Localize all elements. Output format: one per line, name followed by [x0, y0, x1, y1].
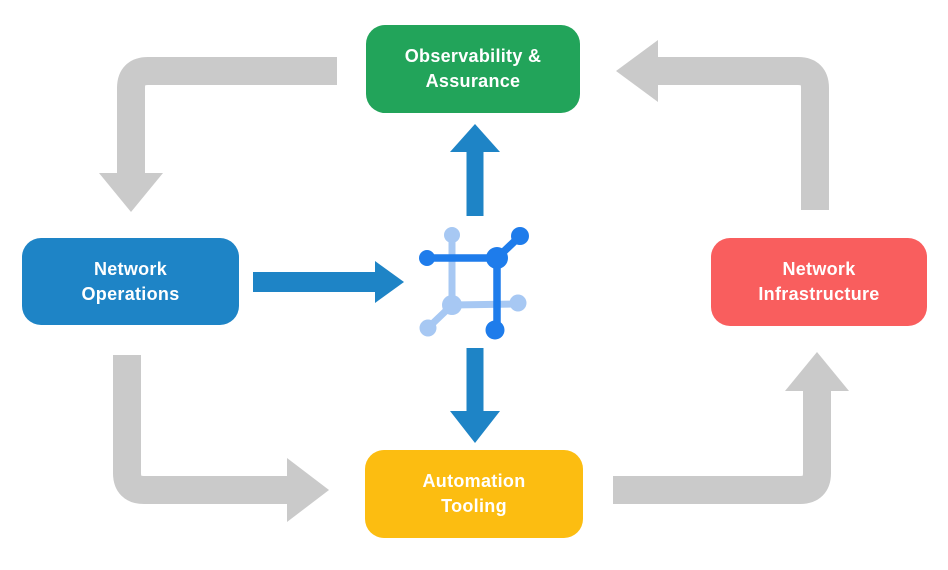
node-label-line: Operations: [81, 283, 180, 304]
node-observability-assurance: Observability & Assurance: [366, 25, 580, 113]
node-label-line: Tooling: [441, 496, 507, 516]
arrow-hub-to-automation: [450, 348, 500, 443]
arrow-operations-to-automation: [113, 355, 329, 522]
node-label-line: Automation: [422, 471, 526, 491]
node-automation-tooling: Automation Tooling: [365, 450, 583, 538]
arrow-observability-to-operations: [99, 57, 337, 212]
node-label-line: Observability &: [404, 46, 542, 66]
arrow-hub-to-observability: [450, 124, 500, 216]
node-label-line: Infrastructure: [758, 284, 880, 304]
arrow-automation-to-infrastructure: [613, 352, 849, 504]
node-network-infrastructure: Network Infrastructure: [711, 238, 927, 326]
network-automation-icon: [419, 227, 529, 340]
arrow-operations-to-hub: [253, 261, 404, 303]
node-label-line: Network: [93, 258, 168, 279]
node-network-operations: Network Operations: [22, 238, 239, 325]
hub-icon-dark-dots: [419, 227, 529, 340]
hub-icon-light-dots: [419, 227, 527, 337]
node-label-line: Assurance: [425, 71, 521, 91]
arrow-infrastructure-to-observability: [616, 40, 829, 210]
node-label-line: Network: [782, 259, 856, 279]
